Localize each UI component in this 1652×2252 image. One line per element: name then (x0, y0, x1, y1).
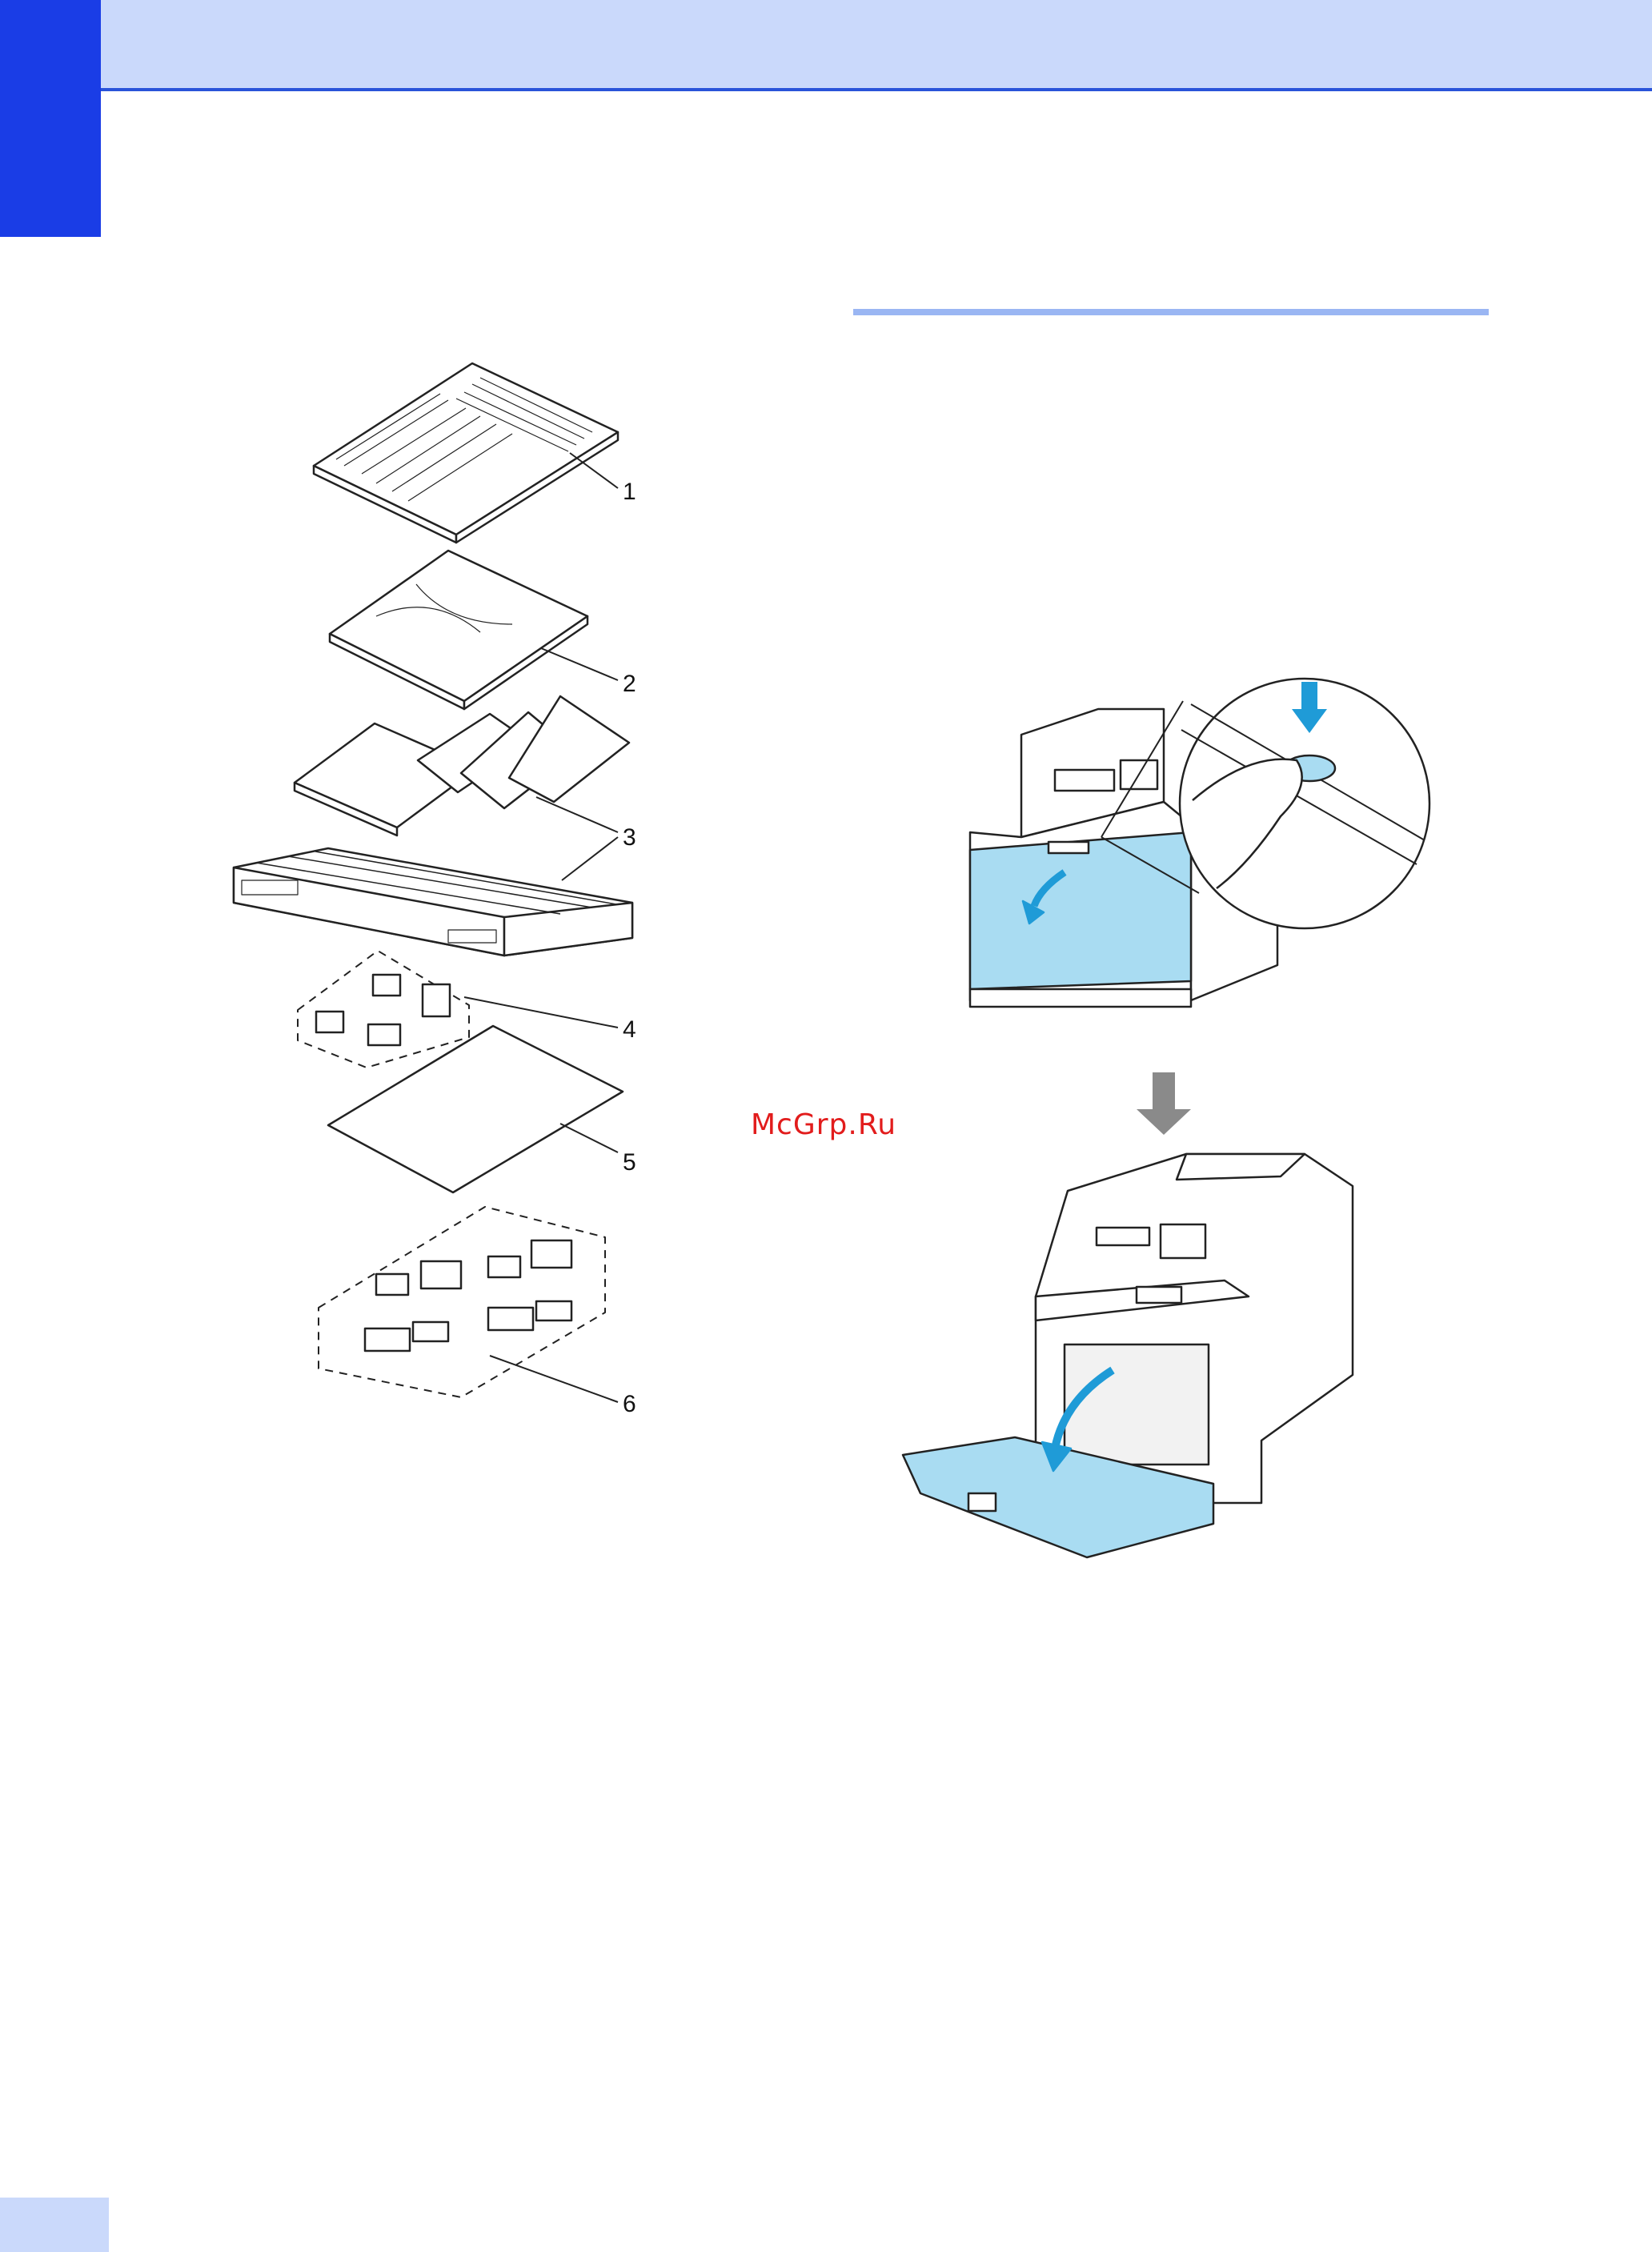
step-arrow-down-icon (1137, 1072, 1191, 1135)
printer-bottom-body (1036, 1154, 1353, 1503)
cover-handle (1049, 842, 1089, 853)
open-cover-handle (968, 1493, 996, 1511)
front-cover-highlight (970, 832, 1191, 989)
watermark: McGrp.Ru (751, 1108, 896, 1141)
